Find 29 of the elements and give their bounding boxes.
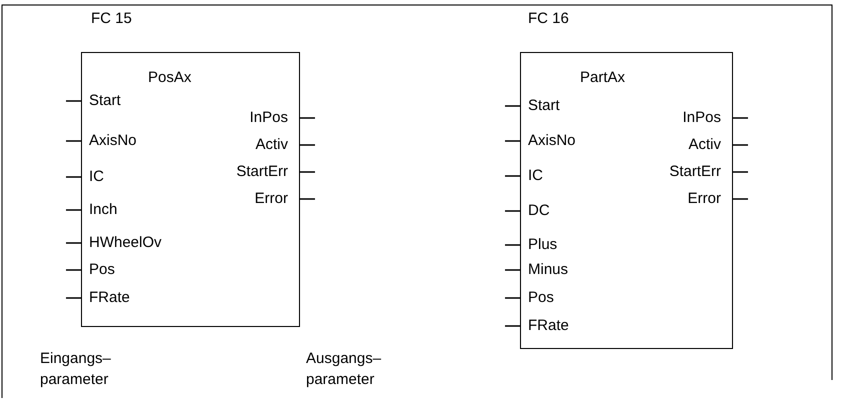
input-pin-label: DC [528, 202, 550, 220]
input-pin-label: IC [89, 168, 104, 186]
output-pin-label: Activ [688, 136, 721, 154]
input-pin-label: Start [89, 92, 121, 110]
input-pin-label: AxisNo [89, 132, 137, 150]
caption-text: Ausgangs– parameter [306, 349, 382, 390]
input-pin-label: Pos [89, 261, 115, 279]
output-pin-label: InPos [250, 109, 288, 127]
input-pin-label: AxisNo [528, 132, 576, 150]
output-pin-label: Activ [255, 136, 288, 154]
input-pin-label: Plus [528, 236, 558, 254]
block-name: PosAx [148, 69, 192, 87]
output-pin-label: StartErr [669, 163, 721, 181]
output-pin-label: Error [254, 190, 288, 208]
input-pin-label: Pos [528, 289, 554, 307]
output-pin-label: StartErr [236, 163, 288, 181]
caption-text: Eingangs– parameter [40, 349, 112, 390]
block-number: FC 15 [91, 10, 132, 28]
input-pin-label: FRate [89, 289, 130, 307]
block-name: PartAx [580, 69, 626, 87]
input-pin-label: Start [528, 97, 560, 115]
input-pin-label: FRate [528, 317, 569, 335]
input-pin-label: IC [528, 167, 543, 185]
input-pin-label: Minus [528, 261, 568, 279]
block-number: FC 16 [528, 10, 569, 28]
output-pin-label: Error [688, 190, 721, 208]
input-pin-label: Inch [89, 201, 118, 219]
input-pin-label: HWheelOv [89, 234, 162, 252]
output-pin-label: InPos [682, 109, 721, 127]
